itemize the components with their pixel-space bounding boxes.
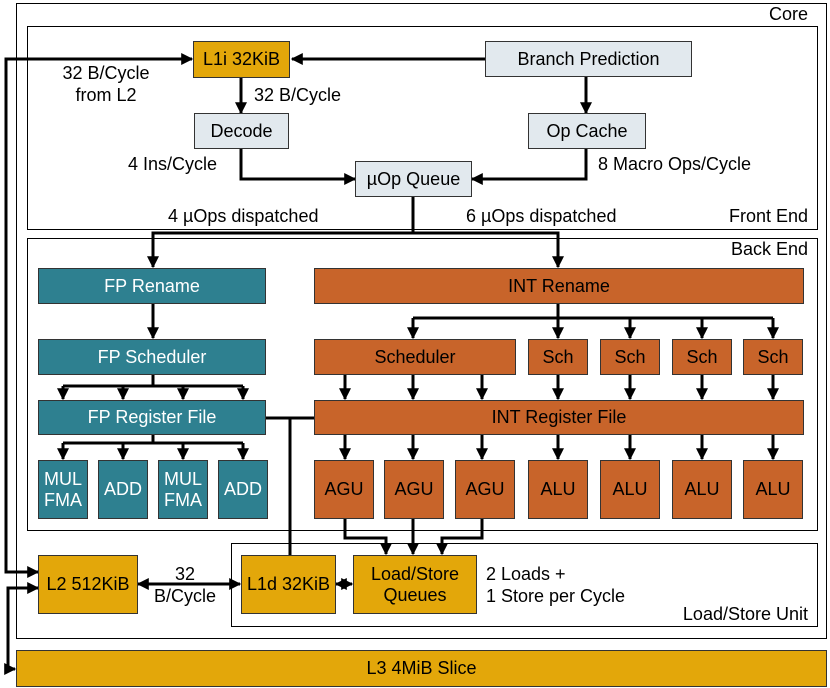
int-unit-agu: AGU: [384, 460, 444, 519]
int-scheduler-small: Sch: [672, 339, 732, 375]
back-end-label: Back End: [730, 239, 808, 259]
int-unit-agu: AGU: [314, 460, 374, 519]
l2-to-l1i-arrow: [4, 53, 194, 578]
int-unit-alu: ALU: [743, 460, 803, 519]
intrename-to-sched-bus: [413, 304, 773, 320]
int-dispatch-label: 6 µOps dispatched: [466, 206, 617, 226]
decode-rate-label: 4 Ins/Cycle: [128, 154, 218, 174]
core-label: Core: [768, 4, 808, 24]
agu-to-lsq-arrows: [343, 518, 392, 556]
l2-l3-arrow: [4, 582, 40, 675]
load-store-rate-label: 2 Loads + 1 Store per Cycle: [486, 564, 626, 606]
decode-to-uopq-arrow: [239, 149, 357, 185]
int-unit-agu: AGU: [455, 460, 515, 519]
fp-unit-mul-fma: MUL FMA: [38, 460, 88, 519]
load-store-queues: Load/Store Queues: [353, 555, 477, 614]
uop-queue: µOp Queue: [355, 161, 472, 197]
decode: Decode: [194, 113, 289, 149]
l2-cache: L2 512KiB: [38, 555, 138, 614]
int-scheduler-small: Sch: [528, 339, 588, 375]
front-end-label: Front End: [728, 206, 808, 226]
int-unit-alu: ALU: [600, 460, 660, 519]
int-rename: INT Rename: [314, 268, 804, 304]
int-scheduler-small: Sch: [743, 339, 803, 375]
opcache-to-uopq-arrow: [470, 149, 588, 185]
fp-unit-add: ADD: [98, 460, 148, 519]
fp-dispatch-label: 4 µOps dispatched: [168, 206, 319, 226]
op-cache-rate-label: 8 Macro Ops/Cycle: [598, 154, 752, 174]
load-store-unit-region: [231, 543, 818, 627]
int-unit-alu: ALU: [528, 460, 588, 519]
fp-rename: FP Rename: [38, 268, 266, 304]
branch-prediction: Branch Prediction: [485, 41, 692, 77]
int-scheduler-small: Sch: [600, 339, 660, 375]
load-store-unit-label: Load/Store Unit: [682, 604, 808, 624]
int-scheduler: Scheduler: [314, 339, 516, 375]
l3-slice: L3 4MiB Slice: [16, 650, 827, 687]
front-end-region: [27, 26, 818, 230]
fp-unit-add: ADD: [218, 460, 268, 519]
rf-to-l1d-line: [265, 416, 314, 556]
core-region: [16, 3, 827, 639]
int-unit-alu: ALU: [672, 460, 732, 519]
l1d-cache: L1d 32KiB: [241, 555, 336, 614]
fp-unit-mul-fma: MUL FMA: [158, 460, 208, 519]
fp-scheduler: FP Scheduler: [38, 339, 266, 375]
int-dispatch-arrow: [413, 231, 564, 269]
l2-to-l1i-bandwidth-label: 32 B/Cycle from L2: [62, 63, 150, 105]
back-end-region: [27, 238, 818, 531]
l1i-cache: L1i 32KiB: [193, 41, 290, 78]
int-register-file: INT Register File: [314, 400, 804, 435]
fp-register-file: FP Register File: [38, 400, 266, 435]
l2-l1d-bandwidth-label: 32 B/Cycle: [153, 564, 216, 606]
op-cache: Op Cache: [528, 113, 646, 149]
l1i-to-decode-bandwidth-label: 32 B/Cycle: [254, 85, 342, 105]
